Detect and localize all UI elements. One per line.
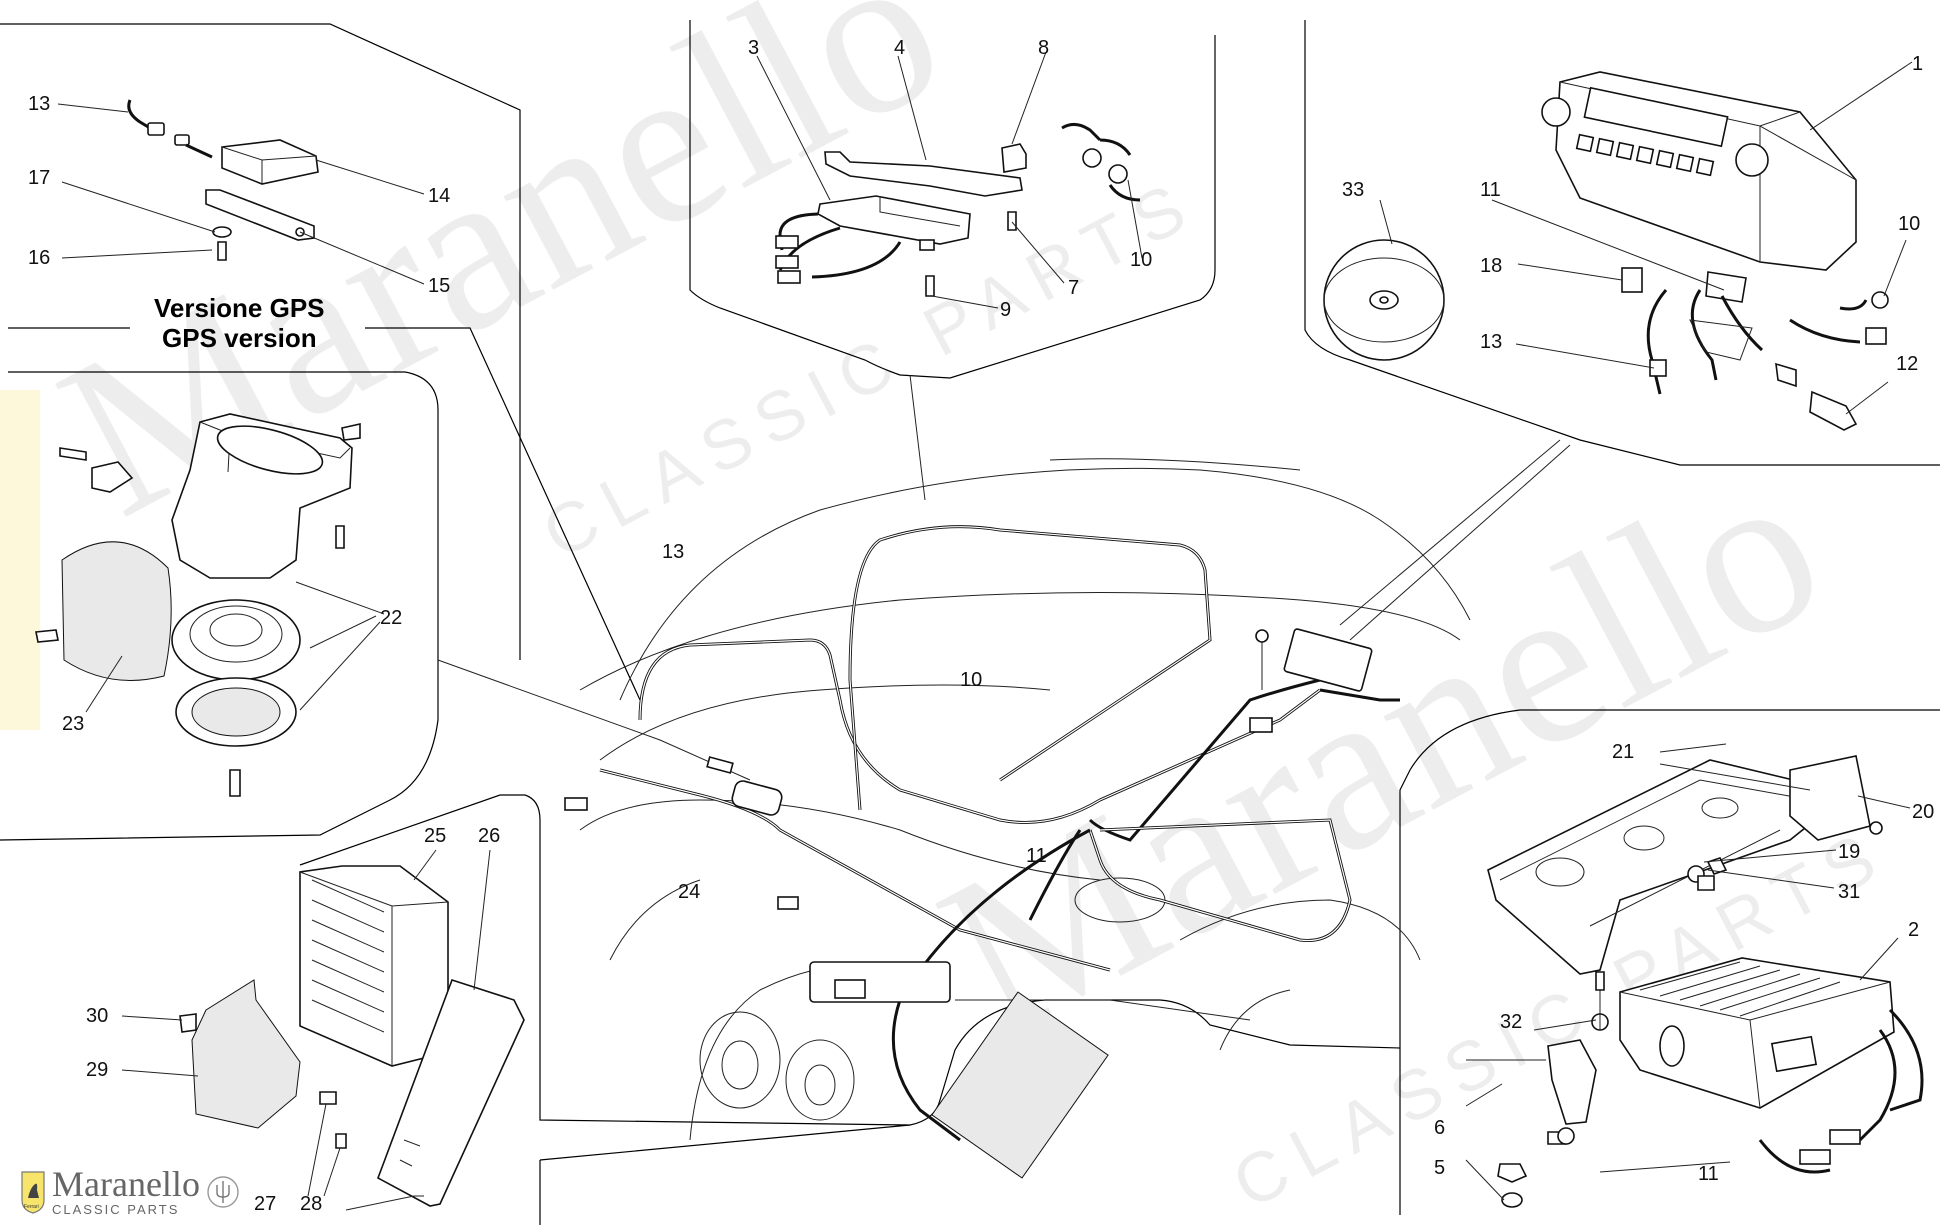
callout-16: 16 [28,247,50,269]
callout-11-bottom: 11 [1698,1163,1719,1185]
prancing-horse-shield-icon: Ferrari [21,1170,45,1214]
gps-antenna [221,139,319,185]
callout-23: 23 [62,713,84,735]
radio-installed [1283,628,1373,692]
callout-11-right: 11 [1480,179,1501,201]
gps-version-caption-en: GPS version [162,323,317,353]
callout-8: 8 [1038,37,1049,59]
callout-10-center: 10 [960,669,982,691]
callout-25: 25 [424,825,446,847]
callout-28: 28 [300,1193,322,1215]
callout-13-top-left: 13 [28,93,50,115]
key-part-12 [1809,390,1858,431]
amplifier-installed [809,961,951,1003]
callout-18: 18 [1480,255,1502,277]
amplifier-panel [121,849,525,1211]
speaker-cover-23 [61,541,172,681]
gps-antenna-panel [57,99,425,285]
callout-1: 1 [1912,53,1923,75]
central-wiring-harness [564,525,1400,1179]
callout-3: 3 [748,37,759,59]
speaker-panel [35,413,385,797]
bracket-20-frame [1487,759,1842,975]
callout-15: 15 [428,275,450,297]
cover-29 [191,979,301,1129]
cd-changer-panel [1465,743,1924,1208]
logo-mark: Ferrari [24,1204,39,1210]
callout-27: 27 [254,1193,276,1215]
connector-leaders [437,374,1571,1021]
callout-12: 12 [1896,353,1918,375]
callout-33: 33 [1342,179,1364,201]
callout-2: 2 [1908,919,1919,941]
cd-changer-2 [1619,957,1895,1109]
callout-numbers: 1 2 3 4 5 6 7 8 9 10 10 10 11 11 11 12 1… [28,37,1934,1215]
gps-antenna-installed [731,780,783,816]
bracket-part-4 [824,151,1023,197]
callout-7: 7 [1068,277,1079,299]
callout-13-right: 13 [1480,331,1502,353]
connector-18 [1621,267,1643,293]
callout-17: 17 [28,167,50,189]
callout-21: 21 [1612,741,1634,763]
callout-5: 5 [1434,1157,1445,1179]
speaker-amp-installed [931,991,1109,1179]
callout-32: 32 [1500,1011,1522,1033]
callout-22: 22 [380,607,402,629]
logo-wordmark: Maranello CLASSIC PARTS [52,1166,200,1217]
amplifier-25 [299,865,449,1067]
callout-29: 29 [86,1059,108,1081]
car-body-outline [579,458,1471,1141]
callout-10-top: 10 [1130,249,1152,271]
radio-button-row [1575,133,1715,177]
maranello-logo: Ferrari Maranello CLASSIC PARTS [20,1166,240,1217]
panel-borders [0,20,1940,1225]
callout-10-right: 10 [1898,213,1920,235]
callout-26: 26 [478,825,500,847]
callout-20: 20 [1912,801,1934,823]
module-part-3 [817,195,971,245]
callout-4: 4 [894,37,905,59]
logo-subtitle: CLASSIC PARTS [52,1202,180,1217]
logo-brand: Maranello [52,1164,200,1204]
callout-31: 31 [1838,881,1860,903]
callout-6: 6 [1434,1117,1445,1139]
callout-30: 30 [86,1005,108,1027]
bracket-26 [377,979,525,1207]
radio-panel [1323,61,1913,431]
callout-14: 14 [428,185,450,207]
gps-version-caption-it: Versione GPS [154,293,325,323]
antenna-module-panel [756,51,1143,309]
trident-emblem-icon [207,1175,239,1208]
callout-13-center: 13 [662,541,684,563]
callout-11-center: 11 [1026,845,1047,867]
callout-9: 9 [1000,299,1011,321]
callout-24: 24 [678,881,700,903]
callout-19: 19 [1838,841,1860,863]
